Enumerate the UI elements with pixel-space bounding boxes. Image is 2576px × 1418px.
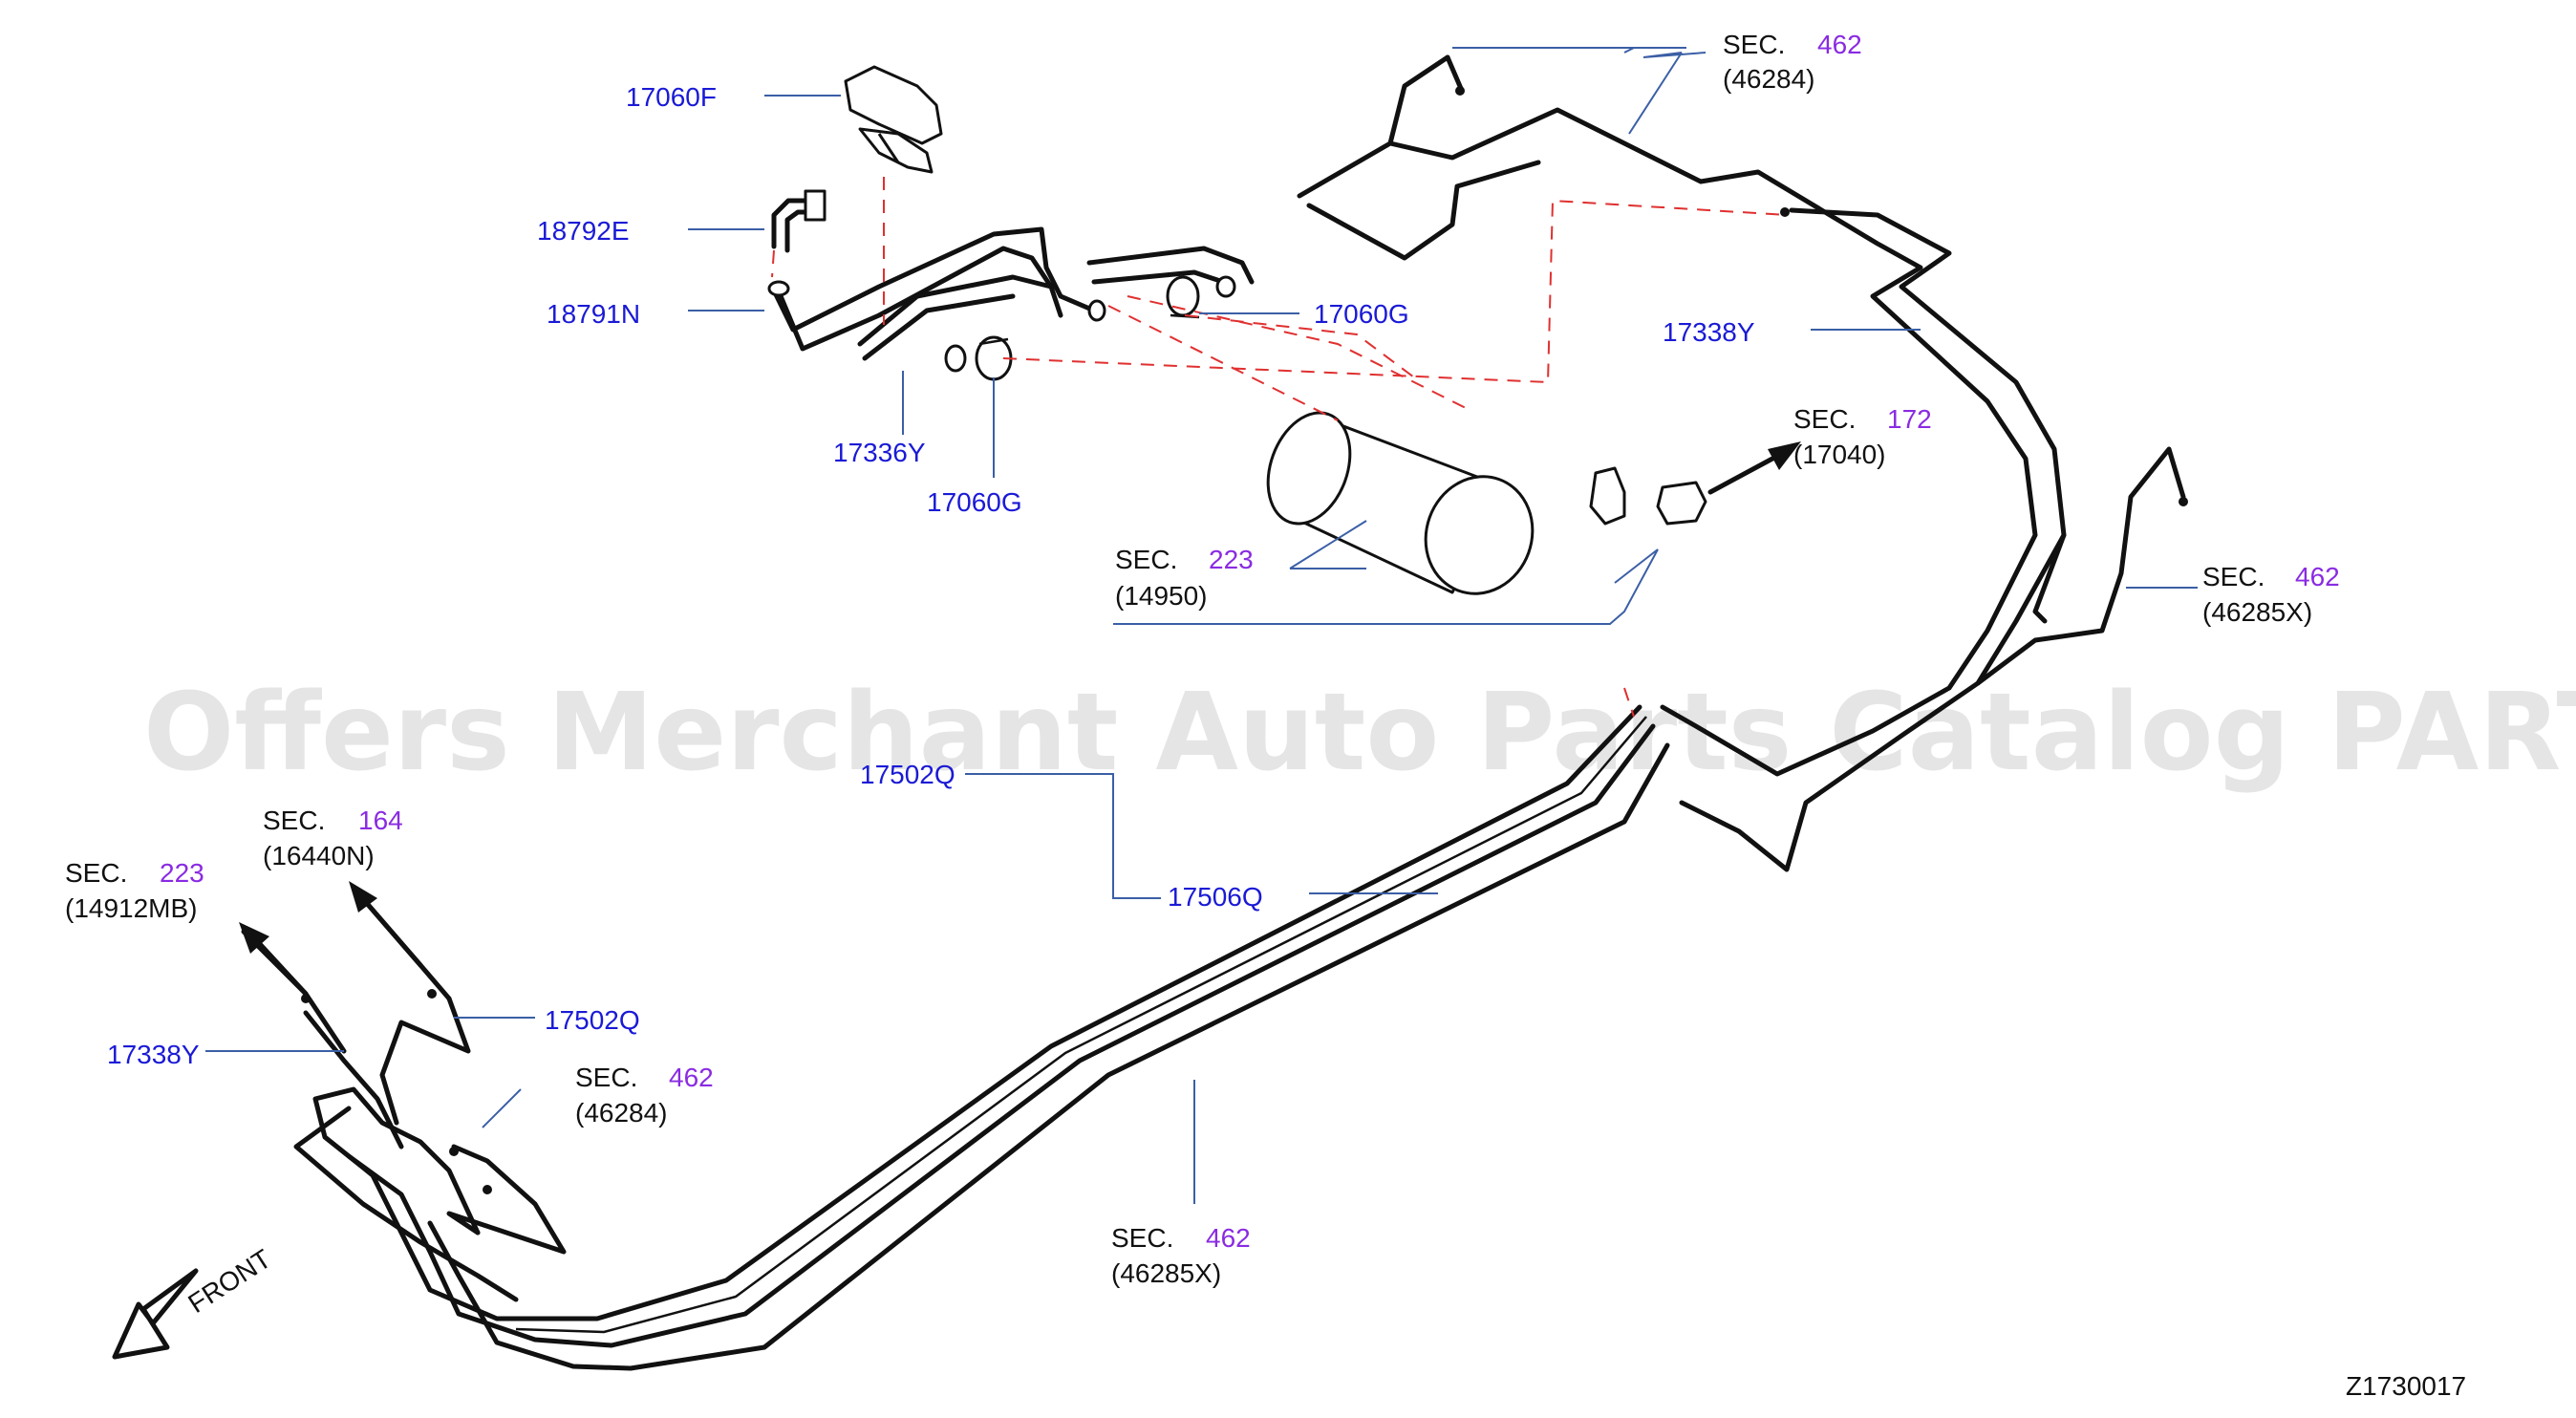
part-labels: 17060F 18792E 18791N 17336Y 17060G 17060… (107, 82, 1755, 1069)
svg-text:(14950): (14950) (1115, 581, 1208, 611)
svg-text:SEC.: SEC. (1723, 30, 1785, 59)
label-17336Y: 17336Y (833, 438, 926, 467)
svg-text:(46285X): (46285X) (1111, 1258, 1221, 1288)
left-arrows (239, 881, 492, 1194)
clamp-17060G-right (1166, 275, 1200, 319)
label-17060F: 17060F (626, 82, 717, 112)
section-164: SEC. 164 (16440N) (263, 806, 403, 870)
section-223-canister: SEC. 223 (14950) (1115, 545, 1254, 611)
svg-text:SEC.: SEC. (2202, 562, 2265, 591)
hose-end-18791N (767, 280, 790, 297)
main-fuel-pipes (312, 704, 1670, 1371)
section-462-top: SEC. 462 (46284) (1723, 30, 1862, 94)
front-label: FRONT (182, 1244, 276, 1320)
valve-17060F (844, 65, 943, 174)
label-17338Y-left: 17338Y (107, 1040, 200, 1069)
svg-text:SEC.: SEC. (1793, 404, 1856, 434)
section-172: SEC. 172 (17040) (1793, 404, 1932, 469)
label-17060G-upper: 17060G (1314, 299, 1409, 329)
svg-text:SEC.: SEC. (263, 806, 325, 835)
hose-end (1087, 299, 1106, 322)
section-462-left: SEC. 462 (46284) (575, 1063, 714, 1128)
front-arrow: FRONT (112, 1244, 276, 1360)
section-labels: SEC. 462 (46284) SEC. 172 (17040) SEC. 4… (65, 30, 2340, 1288)
pipe-end-dot (1455, 86, 1465, 96)
svg-text:223: 223 (160, 858, 204, 888)
elbow-connector-18792E (771, 189, 826, 253)
svg-text:SEC.: SEC. (65, 858, 127, 888)
pipe-end-dot (2179, 497, 2188, 506)
svg-text:462: 462 (669, 1063, 714, 1092)
svg-text:462: 462 (2295, 562, 2340, 591)
hose-end-17336Y (944, 344, 967, 373)
svg-text:(46285X): (46285X) (2202, 597, 2312, 627)
svg-text:172: 172 (1887, 404, 1932, 434)
label-18792E: 18792E (537, 216, 630, 246)
svg-text:(16440N): (16440N) (263, 841, 375, 870)
diagram-id: Z1730017 (2346, 1371, 2466, 1401)
quick-connector-17040 (1589, 441, 1801, 526)
label-17338Y-right: 17338Y (1663, 317, 1755, 347)
section-462-bottom: SEC. 462 (46285X) (1111, 1223, 1251, 1288)
reference-dashes (771, 177, 1788, 718)
label-17060G-lower: 17060G (927, 487, 1022, 517)
svg-text:(14912MB): (14912MB) (65, 893, 198, 923)
watermark-text: Offers Merchant Auto Parts Catalog PARTS… (143, 671, 2576, 795)
section-462-right: SEC. 462 (46285X) (2202, 562, 2340, 627)
svg-text:(46284): (46284) (575, 1098, 668, 1128)
svg-text:462: 462 (1817, 30, 1862, 59)
label-17506Q: 17506Q (1168, 882, 1263, 912)
right-pipe-loop (1297, 54, 2186, 872)
section-223-left: SEC. 223 (14912MB) (65, 858, 204, 923)
leader-lines (205, 47, 2198, 1204)
svg-text:SEC.: SEC. (1115, 545, 1177, 574)
svg-text:SEC.: SEC. (1111, 1223, 1173, 1253)
svg-text:164: 164 (358, 806, 403, 835)
svg-text:(46284): (46284) (1723, 64, 1815, 94)
svg-text:223: 223 (1209, 545, 1254, 574)
svg-text:SEC.: SEC. (575, 1063, 637, 1092)
hose-assembly (767, 226, 1255, 373)
svg-text:(17040): (17040) (1793, 440, 1886, 469)
evap-canister-14950 (1266, 411, 1535, 595)
svg-text:462: 462 (1206, 1223, 1251, 1253)
label-17502Q-center: 17502Q (860, 760, 955, 789)
hose-end (1215, 275, 1236, 298)
label-18791N: 18791N (547, 299, 640, 329)
label-17502Q-left: 17502Q (545, 1005, 640, 1035)
pipe-end-dot (1780, 207, 1790, 217)
